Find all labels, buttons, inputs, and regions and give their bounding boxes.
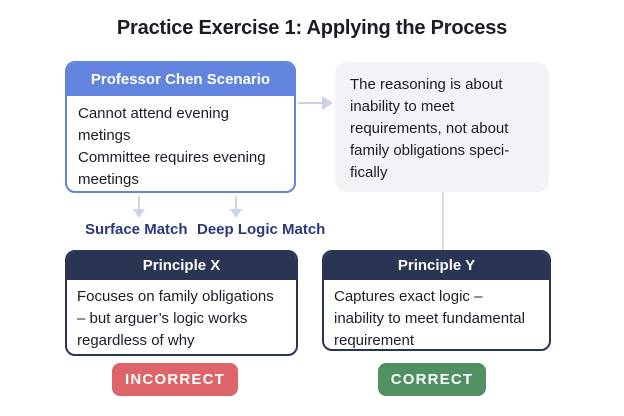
scenario-box-header: Professor Chen Scenario [67, 63, 294, 96]
principle-x-header: Principle X [67, 252, 296, 280]
correct-badge: CORRECT [378, 363, 486, 396]
arrow-down-deep-stem [235, 196, 237, 210]
scenario-box-body: Cannot attend evening metings Committee … [78, 105, 266, 188]
principle-x-box: Principle X Focuses on family obligation… [65, 250, 298, 356]
connector-line [442, 192, 444, 250]
page-title: Practice Exercise 1: Applying the Proces… [116, 17, 508, 39]
principle-y-header: Principle Y [324, 252, 549, 280]
scenario-box: Professor Chen Scenario Cannot attend ev… [65, 61, 296, 193]
arrow-down-surface-icon [133, 209, 145, 218]
arrow-down-surface-stem [138, 196, 140, 210]
principle-y-body: Captures exact logic – inability to meet… [334, 288, 525, 349]
arrow-down-deep-icon [230, 209, 242, 218]
principle-x-body: Focuses on family obligations – but argu… [77, 288, 274, 349]
incorrect-badge: INCORRECT [112, 363, 238, 396]
surface-match-label: Surface Match [85, 221, 188, 238]
reasoning-box: The reasoning is about inability to meet… [335, 62, 549, 192]
principle-y-box: Principle Y Captures exact logic – inabi… [322, 250, 551, 351]
arrow-right-icon [322, 96, 333, 110]
arrow-right-stem [298, 102, 323, 104]
deep-logic-match-label: Deep Logic Match [197, 221, 326, 238]
